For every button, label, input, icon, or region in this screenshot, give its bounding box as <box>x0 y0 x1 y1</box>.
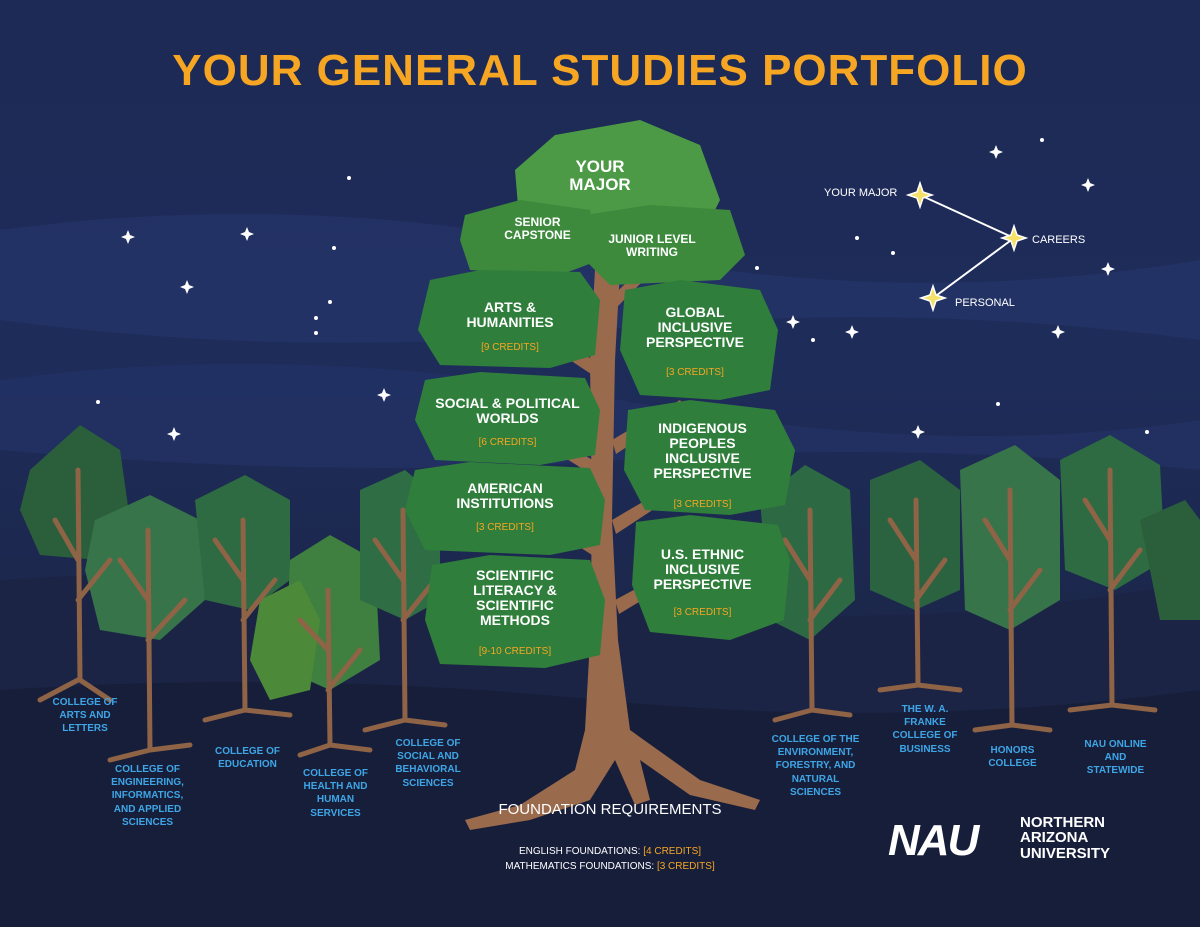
star-dot <box>96 400 100 404</box>
leaf-arts <box>418 270 600 368</box>
indigenous-peoples-label: INDIGENOUS PEOPLES INCLUSIVE PERSPECTIVE <box>653 420 752 482</box>
star-icon <box>786 315 800 329</box>
star-icon <box>1051 325 1065 339</box>
arts-humanities-credits: [9 CREDITS] <box>481 342 539 353</box>
star-icon <box>167 427 181 441</box>
college-label-education: COLLEGE OF EDUCATION <box>215 746 280 771</box>
star-dot <box>314 316 318 320</box>
star-dot <box>314 331 318 335</box>
star-dot <box>1040 138 1044 142</box>
star-dot <box>347 176 351 180</box>
leaf-american <box>405 462 605 555</box>
us-ethnic-label: U.S. ETHNIC INCLUSIVE PERSPECTIVE <box>653 546 752 593</box>
star-icon <box>989 145 1003 159</box>
star-icon <box>377 388 391 402</box>
college-label-health: COLLEGE OF HEALTH AND HUMAN SERVICES <box>303 768 368 819</box>
star-icon <box>1081 178 1095 192</box>
indigenous-peoples-credits: [3 CREDITS] <box>673 499 732 510</box>
scientific-literacy-credits: [9-10 CREDITS] <box>478 646 552 657</box>
star-field <box>96 138 1149 441</box>
star-icon <box>121 230 135 244</box>
star-icon <box>911 425 925 439</box>
logo-line-3: UNIVERSITY <box>1020 844 1111 862</box>
your-major-label: YOUR MAJOR <box>569 157 631 195</box>
constellation <box>919 194 1015 299</box>
leaf-global <box>620 280 778 400</box>
star-dot <box>891 251 895 255</box>
page-title: YOUR GENERAL STUDIES PORTFOLIO <box>172 46 1028 95</box>
college-label-honors: HONORS COLLEGE <box>988 745 1037 770</box>
star-dot <box>755 266 759 270</box>
leaf-us-ethnic <box>632 515 790 640</box>
college-label-engineering: COLLEGE OF ENGINEERING, INFORMATICS, AND… <box>111 764 184 828</box>
star-icon <box>180 280 194 294</box>
star-icon <box>1101 262 1115 276</box>
leaf-capstone <box>460 200 600 275</box>
constellation-label-your-major: YOUR MAJOR <box>824 187 898 199</box>
english-foundations-credits: [4 CREDITS] <box>643 846 702 857</box>
foundation-title: FOUNDATION REQUIREMENTS <box>498 801 722 818</box>
global-inclusive-credits: [3 CREDITS] <box>666 367 724 378</box>
constellation-star-careers <box>999 223 1029 253</box>
english-foundations: ENGLISH FOUNDATIONS: [4 CREDITS] <box>450 846 770 857</box>
college-label-business: THE W. A. FRANKE COLLEGE OF BUSINESS <box>892 704 958 755</box>
star-icon <box>845 325 859 339</box>
star-dot <box>1145 430 1149 434</box>
star-dot <box>855 236 859 240</box>
senior-capstone-label: SENIOR CAPSTONE <box>504 215 571 242</box>
college-label-environment: COLLEGE OF THE ENVIRONMENT, FORESTRY, AN… <box>771 734 860 798</box>
american-institutions-credits: [3 CREDITS] <box>476 522 534 533</box>
star-dot <box>328 300 332 304</box>
constellation-star-personal <box>918 283 948 313</box>
logo-line-1: NORTHERN <box>1020 814 1105 831</box>
foreground-ground <box>0 682 1200 927</box>
arts-humanities-label: ARTS & HUMANITIES <box>466 299 554 331</box>
nau-logo-mark: NAU <box>888 816 979 865</box>
constellation-stars <box>905 180 1029 313</box>
constellation-label-personal: PERSONAL <box>955 297 1015 309</box>
forest-trunks <box>37 467 1158 763</box>
english-foundations-label: ENGLISH FOUNDATIONS: <box>518 846 644 857</box>
college-label-arts-letters: COLLEGE OF ARTS AND LETTERS <box>52 697 118 735</box>
global-inclusive-label: GLOBAL INCLUSIVE PERSPECTIVE <box>645 304 745 351</box>
logo-line-2: ARIZONA <box>1020 829 1089 847</box>
star-dot <box>811 338 815 342</box>
american-institutions-label: AMERICAN INSTITUTIONS <box>456 480 554 512</box>
star-dot <box>332 246 336 250</box>
college-label-social-behavioral: COLLEGE OF SOCIAL AND BEHAVIORAL SCIENCE… <box>395 738 461 789</box>
math-foundations-label: MATHEMATICS FOUNDATIONS: <box>505 861 657 872</box>
leaf-junior-writing <box>585 205 745 285</box>
math-foundations: MATHEMATICS FOUNDATIONS: [3 CREDITS] <box>450 861 770 872</box>
social-political-label: SOCIAL & POLITICAL WORLDS <box>435 395 580 427</box>
junior-writing-label: JUNIOR LEVEL WRITING <box>608 232 696 259</box>
nau-logo: NAU NORTHERN ARIZONA UNIVERSITY <box>888 815 1148 870</box>
leaf-indigenous <box>624 400 795 515</box>
math-foundations-credits: [3 CREDITS] <box>656 861 715 872</box>
scientific-literacy-label: SCIENTIFIC LITERACY & SCIENTIFIC METHODS <box>473 567 557 629</box>
us-ethnic-credits: [3 CREDITS] <box>673 607 732 618</box>
main-tree-canopy <box>405 120 795 668</box>
college-label-online: NAU ONLINE AND STATEWIDE <box>1084 739 1147 777</box>
leaf-social <box>415 372 600 465</box>
star-icon <box>240 227 254 241</box>
leaf-scientific <box>425 555 605 668</box>
social-political-credits: [6 CREDITS] <box>478 437 537 448</box>
star-dot <box>996 402 1000 406</box>
nau-logo-wordmark: NORTHERN ARIZONA UNIVERSITY <box>1020 815 1110 861</box>
constellation-label-careers: CAREERS <box>1032 234 1086 246</box>
constellation-star-your-major <box>905 180 935 210</box>
